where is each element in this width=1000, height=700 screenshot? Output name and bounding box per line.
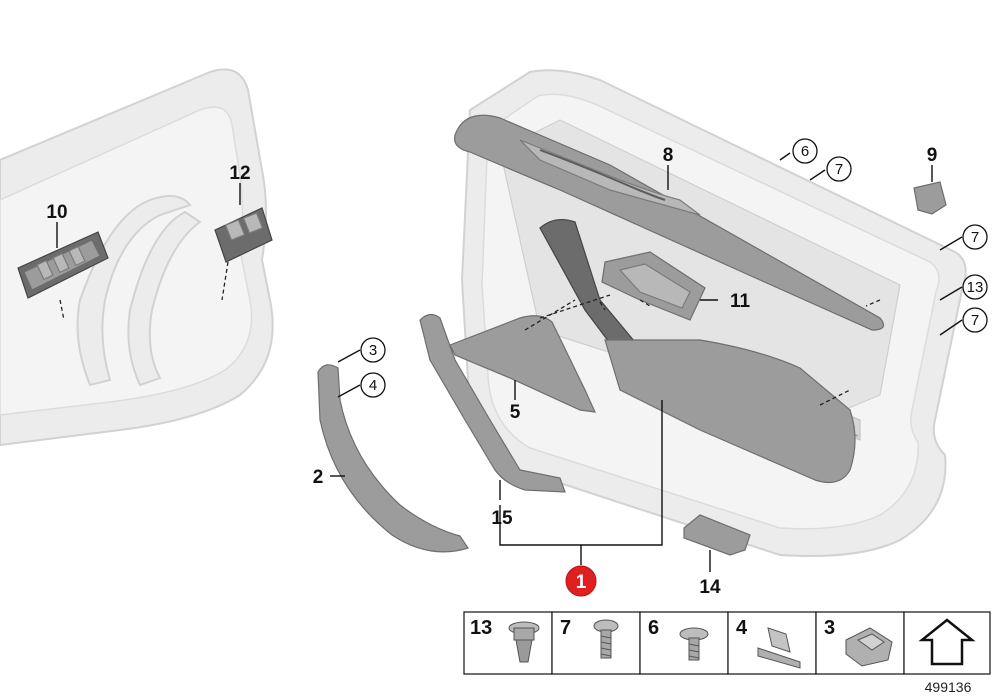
- callout-labels: 10 12 8 9 11 2 5 15 14 6 7 7 13 7: [46, 138, 988, 598]
- spring-clip-icon: [757, 627, 801, 669]
- assembly-dashed-lines: [59, 261, 881, 406]
- part-14-cover: [683, 514, 751, 556]
- part-2-grab-handle: [317, 364, 469, 553]
- part-9-clip: [913, 181, 947, 215]
- callout-4-circle: 4: [360, 372, 386, 398]
- left-door-panel: [0, 68, 274, 447]
- callout-15: 15: [491, 508, 513, 529]
- callout-11: 11: [730, 291, 751, 312]
- diagram-number: 499136: [925, 679, 972, 695]
- callout-12: 12: [229, 163, 250, 184]
- callout-2: 2: [313, 467, 324, 488]
- callout-6: 6: [801, 143, 809, 160]
- callout-3: 3: [369, 342, 377, 359]
- parts-table-cell-3: 3: [824, 617, 835, 639]
- callout-7b-circle: 7: [962, 224, 988, 250]
- callout-13-circle: 13: [962, 274, 988, 300]
- direction-arrow-icon: [918, 618, 976, 666]
- callout-13: 13: [967, 279, 984, 296]
- parts-table-cell-6: 6: [648, 617, 659, 639]
- part-10-window-switch-block: [17, 231, 109, 299]
- callout-10: 10: [46, 202, 67, 223]
- callout-8: 8: [663, 145, 674, 166]
- part-11-switch: [601, 251, 706, 321]
- parts-table: 13 7 6 4 3: [463, 611, 991, 675]
- clip-icon: [845, 627, 893, 667]
- parts-table-cell-13: 13: [470, 617, 492, 639]
- callout-7c-circle: 7: [962, 307, 988, 333]
- part-12-switch: [214, 207, 273, 263]
- callout-6-circle: 6: [792, 138, 818, 164]
- parts-table-cell-7: 7: [560, 617, 571, 639]
- parts-table-cell-4: 4: [736, 617, 748, 639]
- callout-7b: 7: [971, 229, 979, 246]
- part-5-armrest-cover: [449, 315, 596, 413]
- callout-14: 14: [699, 577, 721, 598]
- callout-7c: 7: [971, 312, 979, 329]
- callout-5: 5: [510, 402, 521, 423]
- screw-icon: [593, 619, 619, 659]
- callout-7a: 7: [835, 161, 843, 178]
- callout-1: 1: [576, 572, 587, 593]
- screw-washer-icon: [679, 627, 709, 661]
- part-8-upper-trim: [453, 114, 885, 331]
- callout-7a-circle: 7: [826, 156, 852, 182]
- callout-9: 9: [927, 145, 938, 166]
- expanding-rivet-icon: [508, 621, 540, 663]
- callout-1-badge[interactable]: 1: [565, 565, 597, 597]
- armrest-assembly: [604, 339, 856, 483]
- callout-3-circle: 3: [360, 337, 386, 363]
- leader-lines: [56, 152, 963, 572]
- callout-4: 4: [369, 377, 377, 394]
